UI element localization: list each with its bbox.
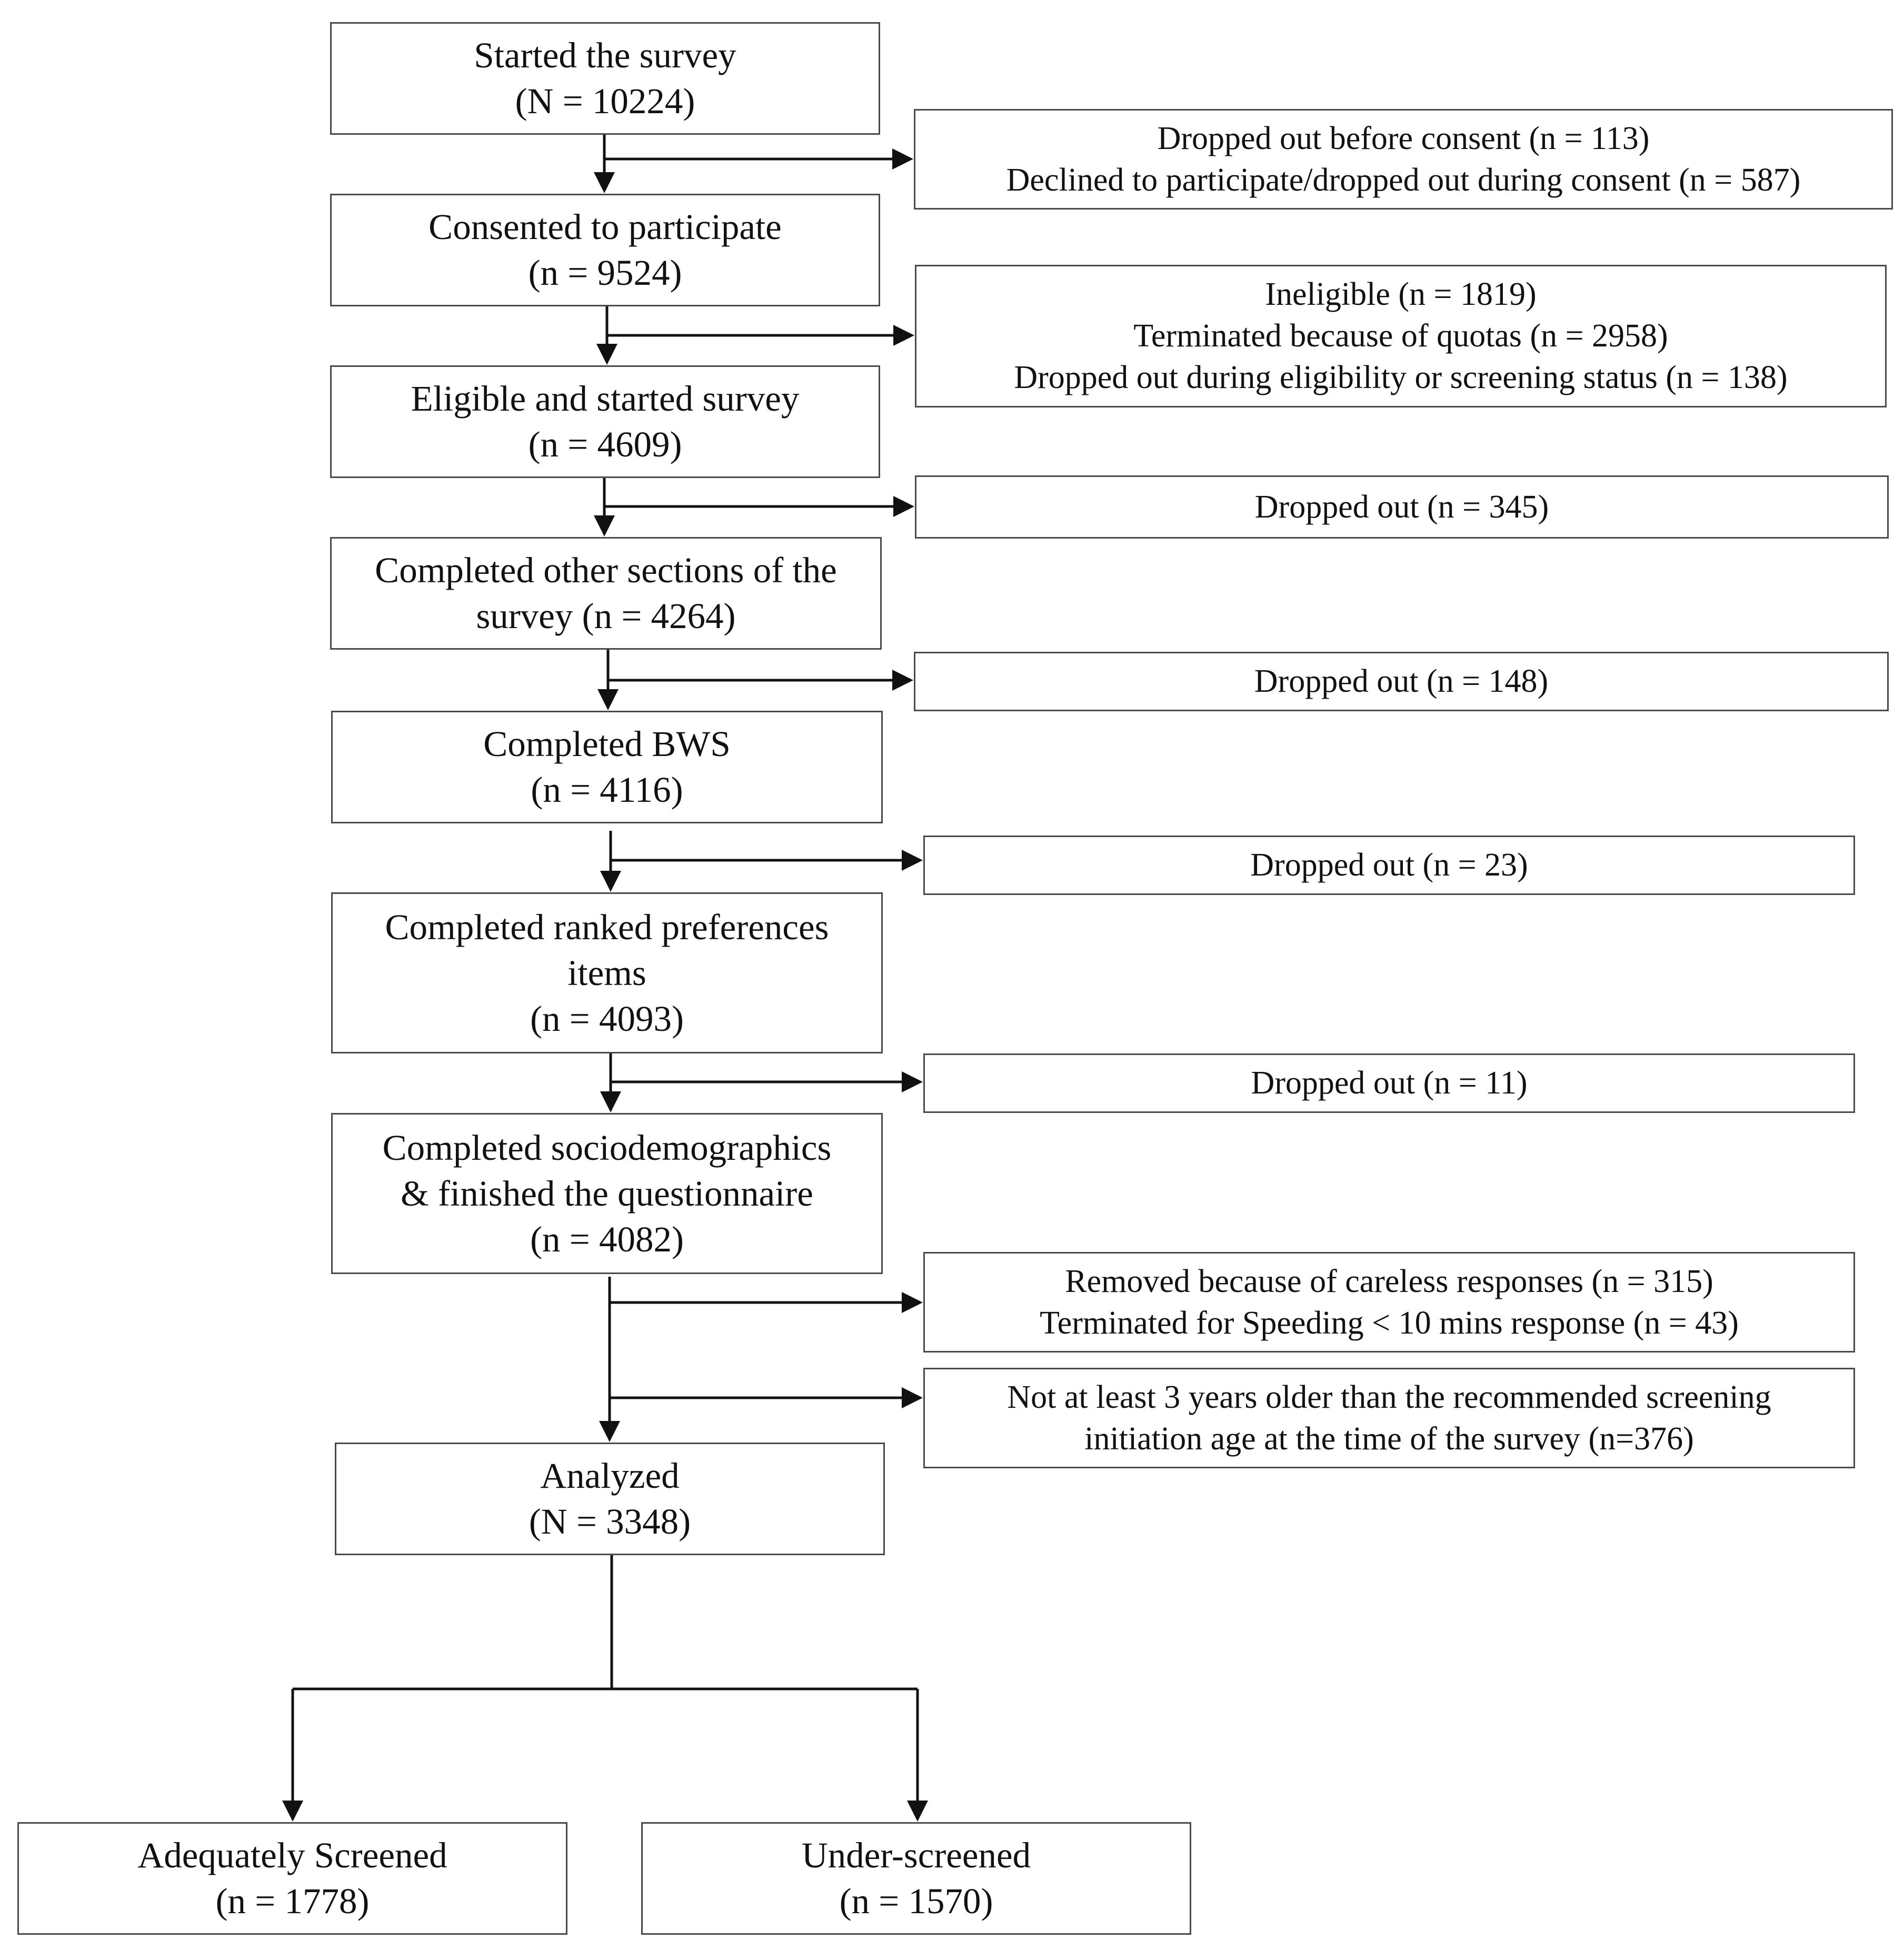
exclusion-line: Terminated because of quotas (n = 2958) [1133,318,1668,354]
box-count: survey (n = 4264) [476,596,736,636]
under-screened-box: Under-screened (n = 1570) [641,1822,1191,1935]
box-label: Under-screened [801,1835,1031,1875]
started-survey-box: Started the survey (N = 10224) [330,22,880,135]
box-label: Completed other sections of the [375,550,837,590]
box-count: (n = 1778) [215,1881,370,1921]
exclusion-line: Ineligible (n = 1819) [1265,276,1537,312]
eligibility-exclusion-box: Ineligible (n = 1819) Terminated because… [915,265,1887,407]
box-label-cont: items [567,952,646,993]
box-label: Consented to participate [428,207,782,247]
dropped-out-11-box: Dropped out (n = 11) [923,1053,1855,1113]
dropped-out-345-box: Dropped out (n = 345) [915,475,1889,539]
exclusion-line: Dropped out (n = 345) [1254,489,1549,525]
box-count: (n = 9524) [528,253,682,293]
quality-exclusion-box: Removed because of careless responses (n… [923,1252,1855,1353]
consent-exclusion-box: Dropped out before consent (n = 113) Dec… [914,109,1893,210]
eligible-box: Eligible and started survey (n = 4609) [330,365,880,478]
box-label: Analyzed [540,1456,680,1496]
box-label: Completed ranked preferences [385,907,829,947]
exclusion-line: Dropped out during eligibility or screen… [1014,360,1788,395]
bws-box: Completed BWS (n = 4116) [331,711,883,823]
box-count: (N = 3348) [529,1501,691,1542]
exclusion-line: Declined to participate/dropped out duri… [1006,162,1801,198]
box-label: Completed sociodemographics [382,1127,832,1168]
box-count: (n = 1570) [839,1881,993,1921]
box-count: (n = 4082) [530,1219,684,1259]
exclusion-line: Dropped out (n = 11) [1251,1065,1528,1101]
box-label: Started the survey [474,35,736,75]
adequately-screened-box: Adequately Screened (n = 1778) [17,1822,567,1935]
dropped-out-23-box: Dropped out (n = 23) [923,836,1855,895]
box-count: (N = 10224) [515,81,695,121]
other-sections-box: Completed other sections of the survey (… [330,537,882,650]
exclusion-line: Not at least 3 years older than the reco… [1007,1379,1771,1457]
exclusion-line: Terminated for Speeding < 10 mins respon… [1040,1305,1739,1341]
box-label: Eligible and started survey [411,379,800,419]
box-count: (n = 4609) [528,424,682,464]
ranked-preferences-box: Completed ranked preferences items (n = … [331,892,883,1053]
sociodemographics-box: Completed sociodemographics & finished t… [331,1113,883,1274]
exclusion-line: Removed because of careless responses (n… [1065,1263,1713,1299]
box-label: Completed BWS [483,724,731,764]
box-label: Adequately Screened [137,1835,447,1875]
box-count: (n = 4116) [531,770,683,810]
age-exclusion-box: Not at least 3 years older than the reco… [923,1368,1855,1468]
box-count: (n = 4093) [530,998,684,1039]
exclusion-line: Dropped out before consent (n = 113) [1157,120,1650,156]
dropped-out-148-box: Dropped out (n = 148) [914,652,1889,711]
box-label-cont: & finished the questionnaire [401,1173,813,1214]
exclusion-line: Dropped out (n = 148) [1254,663,1549,699]
consented-box: Consented to participate (n = 9524) [330,194,880,306]
analyzed-box: Analyzed (N = 3348) [335,1443,885,1555]
exclusion-line: Dropped out (n = 23) [1250,847,1528,883]
